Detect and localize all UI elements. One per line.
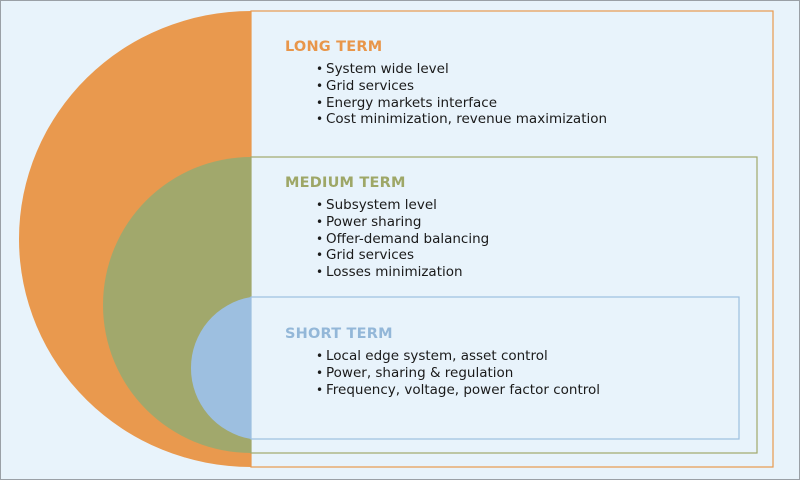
list-item: Local edge system, asset control (316, 348, 600, 365)
list-item: Grid services (316, 247, 489, 264)
long-term-section: LONG TERM System wide level Grid service… (285, 39, 607, 128)
short-term-section: SHORT TERM Local edge system, asset cont… (285, 326, 600, 398)
list-item: Cost minimization, revenue maximization (316, 111, 607, 128)
medium-term-title: MEDIUM TERM (285, 175, 406, 191)
long-term-list: System wide level Grid services Energy m… (316, 61, 607, 128)
list-item: Losses minimization (316, 264, 489, 281)
list-item: System wide level (316, 61, 607, 78)
short-term-title: SHORT TERM (285, 326, 393, 342)
list-item: Subsystem level (316, 197, 489, 214)
short-term-list: Local edge system, asset control Power, … (316, 348, 600, 398)
list-item: Frequency, voltage, power factor control (316, 382, 600, 399)
long-term-title: LONG TERM (285, 39, 383, 55)
list-item: Offer-demand balancing (316, 231, 489, 248)
medium-term-section: MEDIUM TERM Subsystem level Power sharin… (285, 175, 489, 281)
medium-term-list: Subsystem level Power sharing Offer-dema… (316, 197, 489, 281)
list-item: Energy markets interface (316, 95, 607, 112)
list-item: Power, sharing & regulation (316, 365, 600, 382)
list-item: Grid services (316, 78, 607, 95)
short-term-half-circle (190, 297, 251, 439)
list-item: Power sharing (316, 214, 489, 231)
